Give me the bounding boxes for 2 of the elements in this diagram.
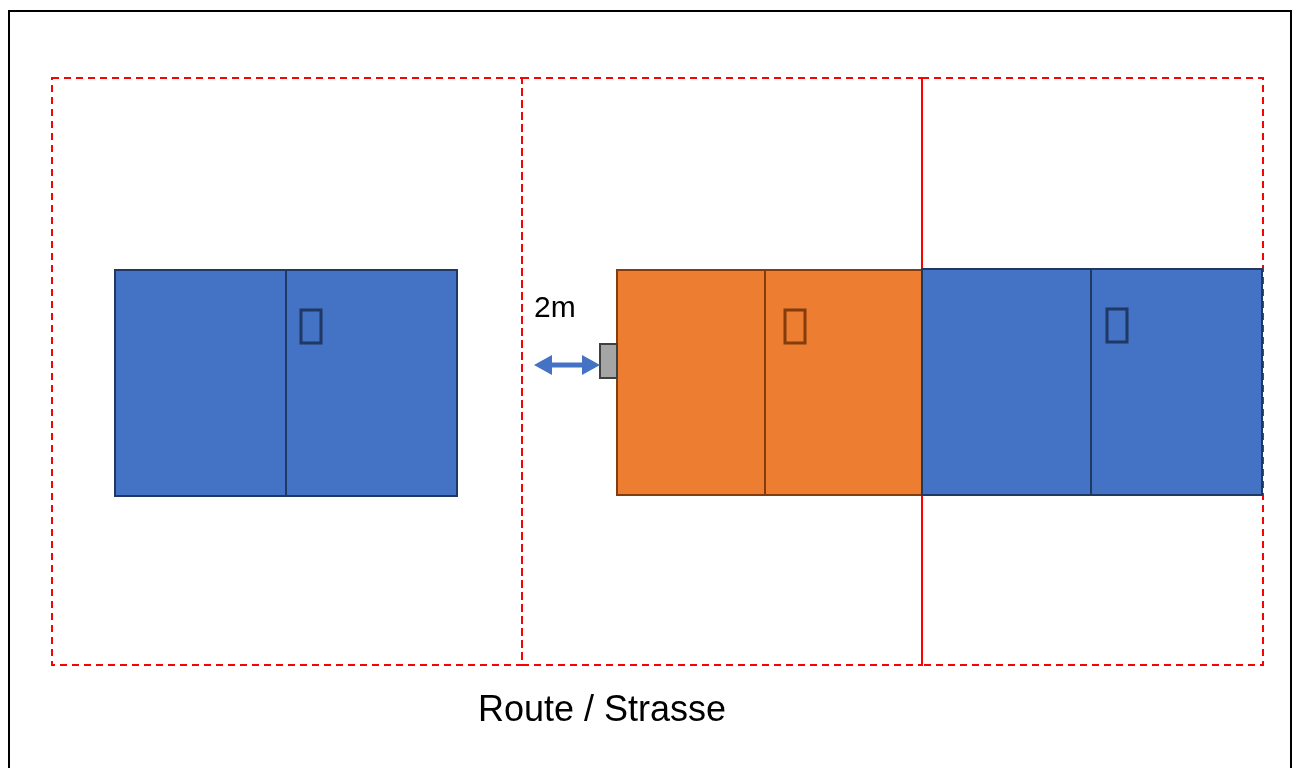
- dimension-label: 2m: [534, 290, 576, 324]
- road-label: Route / Strasse: [478, 688, 727, 730]
